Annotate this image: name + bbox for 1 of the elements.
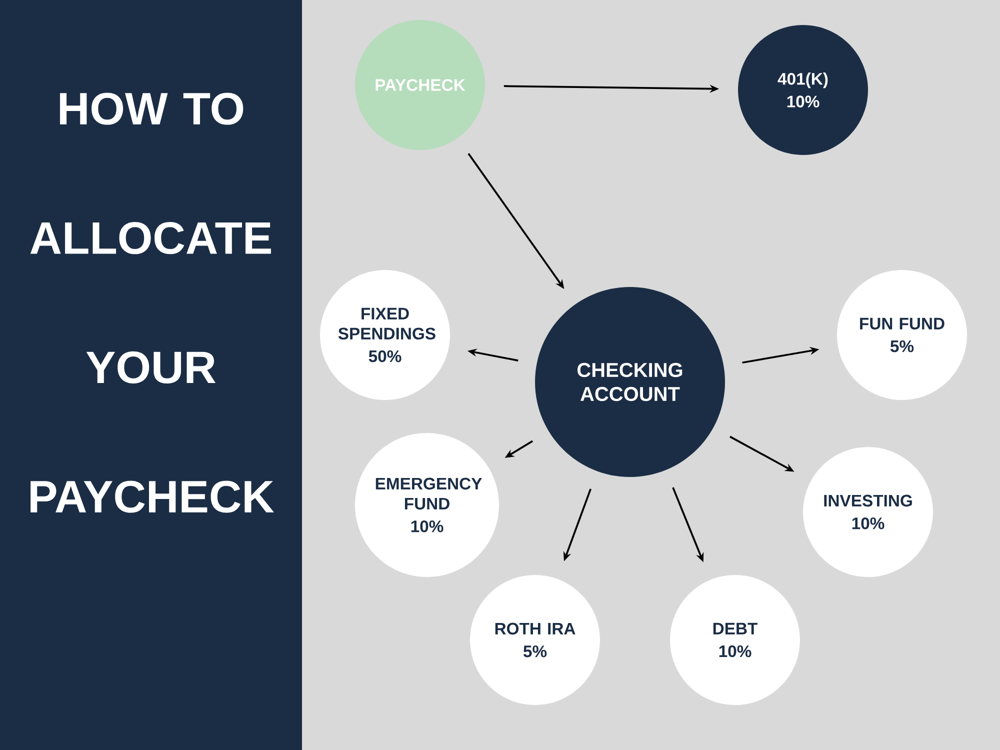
- title: HOW TO ALLOCATE YOUR PAYCHECK: [30, 92, 274, 513]
